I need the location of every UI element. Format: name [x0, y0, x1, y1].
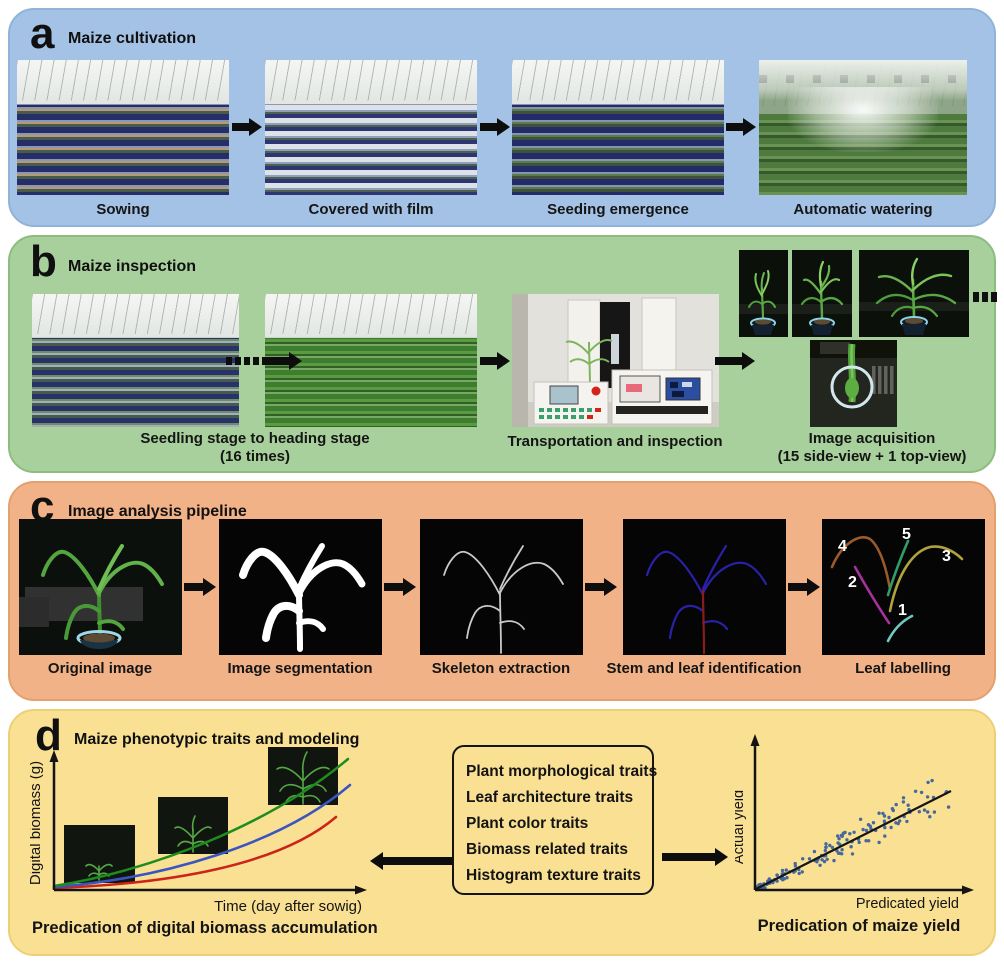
water-mist: [788, 87, 938, 152]
photo-stem-leaf-identification: [623, 519, 786, 655]
caption-transportation-inspection: Transportation and inspection: [507, 433, 723, 450]
photo-skeleton-extraction: [420, 519, 583, 655]
growth-curve-green: [52, 757, 350, 888]
yield-scatter-chart: Actual yield Predicated yield: [735, 734, 974, 912]
dashed-arrow-right-icon: [226, 352, 302, 370]
arrow-right-icon: [384, 578, 416, 596]
caption-automatic-watering: Automatic watering: [793, 201, 933, 218]
leaf-5: [886, 539, 910, 597]
caption-stem-leaf-identification: Stem and leaf identification: [606, 660, 802, 677]
panel-d-label: d: [35, 711, 62, 760]
panel-a-title: Maize cultivation: [68, 30, 197, 47]
caption-16-times: (16 times): [219, 448, 291, 465]
caption-skeleton-extraction: Skeleton extraction: [431, 660, 571, 677]
photo-automatic-watering: [759, 60, 967, 195]
identified-stem: [701, 589, 706, 655]
leaf-1: [886, 614, 914, 643]
panel-b-title: Maize inspection: [68, 258, 197, 275]
traits-box: Plant morphological traits Leaf architec…: [452, 745, 658, 895]
caption-biomass-prediction: Predication of digital biomass accumulat…: [32, 919, 378, 937]
caption-yield-prediction: Predication of maize yield: [757, 917, 961, 935]
photo-image-segmentation: [219, 519, 382, 655]
trait-item: Plant morphological traits: [466, 763, 658, 780]
panel-a-label: a: [30, 9, 55, 58]
caption-seeding-emergence: Seeding emergence: [547, 201, 689, 218]
y-axis-arrowhead: [750, 734, 760, 746]
caption-sowing: Sowing: [96, 201, 150, 218]
caption-covered-with-film: Covered with film: [308, 201, 434, 218]
caption-image-acquisition: Image acquisition: [808, 430, 936, 447]
photo-side-view-1: [739, 250, 788, 337]
arrow-right-icon: [585, 578, 617, 596]
caption-original-image: Original image: [47, 660, 153, 677]
leaf-label-1: 1: [898, 602, 907, 619]
right-console: [611, 369, 713, 425]
arrow-right-icon: [662, 848, 728, 866]
leaf-label-2: 2: [848, 574, 857, 591]
arrow-right-icon: [184, 578, 216, 596]
photo-sowing: [17, 60, 229, 195]
chart-axes: [52, 759, 358, 892]
arrow-right-icon: [726, 118, 756, 136]
leaf-label-5: 5: [902, 526, 911, 543]
leaf-label-3: 3: [942, 548, 951, 565]
identified-leaf: [645, 550, 705, 597]
arrow-right-icon: [232, 118, 262, 136]
panel-c-title: Image analysis pipeline: [68, 503, 247, 520]
arrow-right-icon: [788, 578, 820, 596]
yield-y-axis-label: Actual yield: [735, 790, 747, 864]
panel-d-traits-and-modeling: d Maize phenotypic traits and modeling: [8, 709, 996, 956]
photo-transportation-inspection: [512, 294, 719, 427]
leaf-3: [888, 545, 964, 613]
chart-axes: [753, 743, 965, 892]
left-console: [533, 381, 609, 425]
scatter-points: [754, 778, 951, 890]
caption-seedling-to-heading: Seedling stage to heading stage: [140, 430, 370, 447]
x-axis-arrowhead: [962, 885, 974, 895]
growth-thumbnails: [64, 747, 338, 883]
photo-seedling-stage-greenhouse: [32, 294, 239, 427]
leaf-2: [853, 565, 891, 625]
photo-seeding-emergence: [512, 60, 724, 195]
growth-curves: [52, 757, 352, 890]
panel-b-maize-inspection: b Maize inspection: [8, 235, 997, 473]
trait-item: Plant color traits: [466, 815, 589, 832]
caption-leaf-labelling: Leaf labelling: [855, 660, 951, 677]
photo-leaf-labelling: 4 2 5 3 1: [822, 519, 985, 655]
photo-side-view-3: [859, 250, 969, 337]
photo-side-view-2: [792, 250, 852, 337]
arrow-left-icon: [370, 852, 454, 870]
x-axis-arrowhead: [355, 885, 367, 895]
trait-item: Histogram texture traits: [466, 867, 641, 884]
arrow-right-icon: [480, 352, 510, 370]
trait-item: Leaf architecture traits: [466, 789, 634, 806]
caption-image-segmentation: Image segmentation: [227, 660, 373, 677]
growth-curve-red: [52, 815, 338, 890]
photo-original-image: [19, 519, 182, 655]
yield-x-axis-label: Predicated yield: [856, 896, 959, 912]
caption-acquisition-views: (15 side-view + 1 top-view): [777, 448, 967, 465]
biomass-growth-chart: Digital biomass (g) Time (day after sowi…: [30, 747, 367, 915]
panel-c-image-analysis-pipeline: c Image analysis pipeline: [8, 481, 996, 701]
biomass-y-axis-label: Digital biomass (g): [30, 761, 44, 885]
panel-b-label: b: [30, 237, 57, 286]
arrow-right-icon: [480, 118, 510, 136]
photo-top-view: [810, 340, 897, 427]
ellipsis-icon: [973, 292, 997, 302]
biomass-x-axis-label: Time (day after sowig): [214, 898, 362, 915]
fit-line: [755, 790, 952, 890]
photo-covered-with-film: [265, 60, 477, 195]
y-axis-arrowhead: [49, 750, 59, 762]
photo-heading-stage-greenhouse: [265, 294, 477, 427]
growth-curve-blue: [52, 783, 352, 889]
leaf-label-4: 4: [838, 538, 847, 555]
arrow-right-icon: [715, 352, 755, 370]
leaf-4: [830, 536, 892, 591]
trait-item: Biomass related traits: [466, 841, 628, 858]
panel-a-maize-cultivation: a Maize cultivation Sowing Covered with …: [8, 8, 996, 227]
panel-d-title: Maize phenotypic traits and modeling: [74, 731, 360, 748]
